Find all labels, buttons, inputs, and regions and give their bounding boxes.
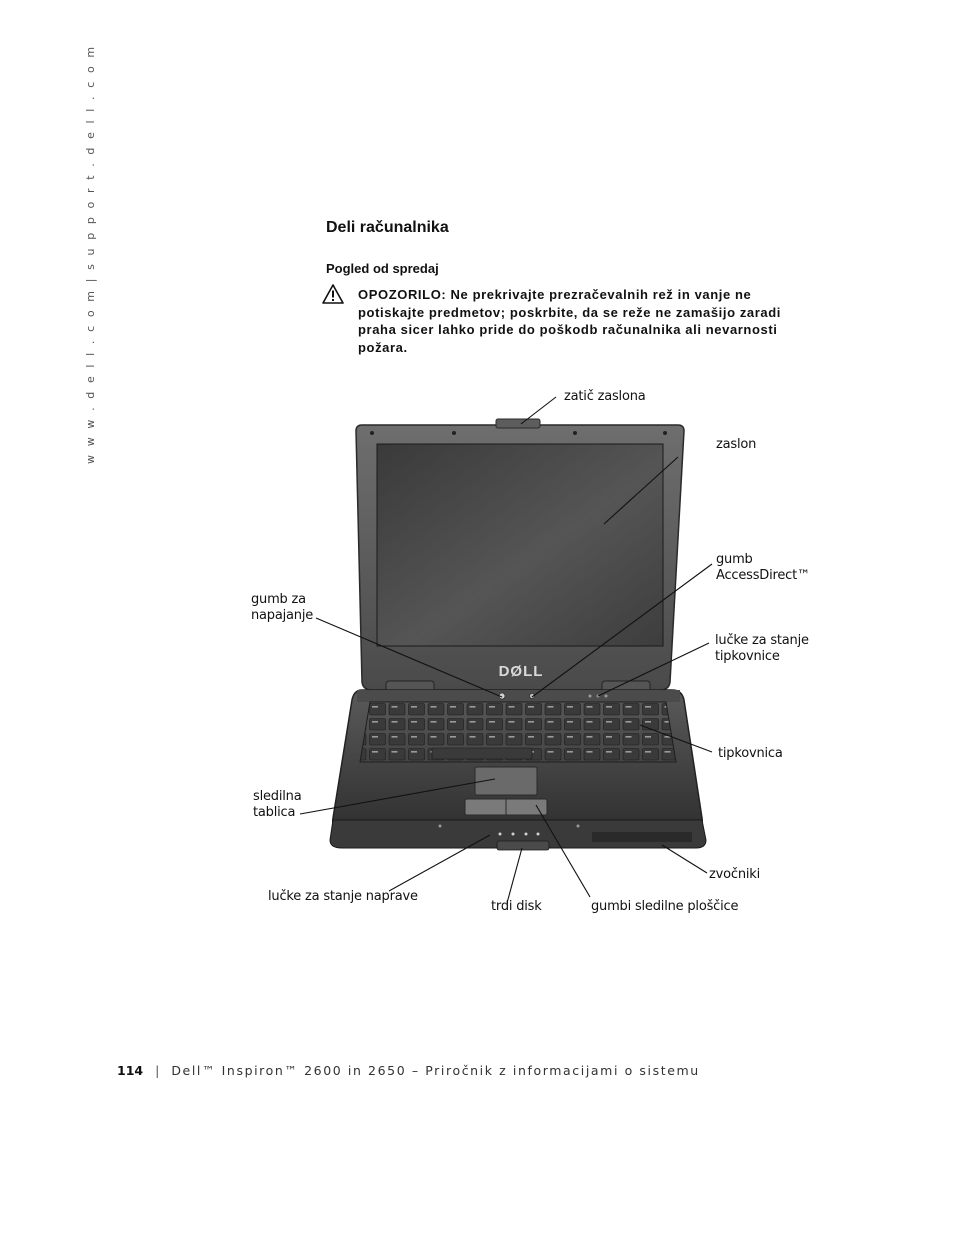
warning-triangle-icon [322, 284, 344, 304]
callout-keyboard: tipkovnica [718, 746, 783, 761]
leader-keyboard [639, 724, 713, 753]
leader-device-lights [388, 834, 491, 892]
callout-accessdirect: gumb AccessDirect™ [716, 552, 810, 584]
leader-accessdirect [531, 563, 713, 698]
keyboard-keys [359, 701, 677, 763]
touchpad [474, 766, 538, 796]
footer-separator: | [155, 1063, 160, 1078]
callout-touchpad-line1: sledilna [253, 789, 302, 804]
callout-touchpad-line2: tablica [253, 805, 296, 820]
callout-keyboard-lights: lučke za stanje tipkovnice [715, 633, 809, 665]
leader-display [603, 456, 679, 525]
callout-power-line2: napajanje [251, 608, 314, 623]
dell-logo: DØLL [499, 663, 544, 680]
display-screen [376, 443, 664, 647]
leader-hard-drive [506, 847, 523, 904]
leader-touchpad-buttons [535, 804, 591, 898]
callout-speakers: zvočniki [709, 867, 761, 882]
callout-touchpad: sledilna tablica [253, 789, 302, 821]
callout-display-latch: zatič zaslona [564, 389, 646, 404]
callout-accessdirect-line1: gumb [716, 552, 753, 567]
section-title: Deli računalnika [326, 219, 449, 236]
callout-power-button: gumb za napajanje [251, 592, 313, 624]
section-subtitle: Pogled od spredaj [326, 261, 439, 276]
callout-kb-lights-line1: lučke za stanje [715, 633, 809, 648]
laptop-base [329, 689, 707, 851]
callout-accessdirect-line2: AccessDirect™ [716, 568, 810, 583]
speaker-grille [592, 832, 692, 842]
callout-hard-drive: trdi disk [491, 899, 542, 914]
manual-title: Dell™ Inspiron™ 2600 in 2650 – Priročnik… [171, 1063, 700, 1078]
leader-power [315, 617, 503, 698]
laptop-lid: DØLL [355, 418, 685, 691]
callout-touchpad-buttons: gumbi sledilne ploščice [591, 899, 739, 914]
callout-device-lights: lučke za stanje naprave [268, 889, 418, 904]
accessdirect-button [529, 693, 535, 699]
callout-power-line1: gumb za [251, 592, 306, 607]
page-number: 114 [117, 1063, 144, 1078]
warning-text: OPOZORILO: Ne prekrivajte prezračevalnih… [358, 287, 781, 355]
leader-touchpad [299, 778, 496, 815]
hard-drive-bay [496, 840, 550, 851]
leader-display-latch [520, 396, 557, 425]
page-footer: 114 | Dell™ Inspiron™ 2600 in 2650 – Priro… [117, 1063, 700, 1078]
callout-display: zaslon [716, 437, 757, 452]
leader-lines [299, 396, 713, 904]
callout-kb-lights-line2: tipkovnice [715, 649, 780, 664]
leader-keyboard-lights [597, 642, 710, 697]
leader-speakers [661, 844, 708, 874]
